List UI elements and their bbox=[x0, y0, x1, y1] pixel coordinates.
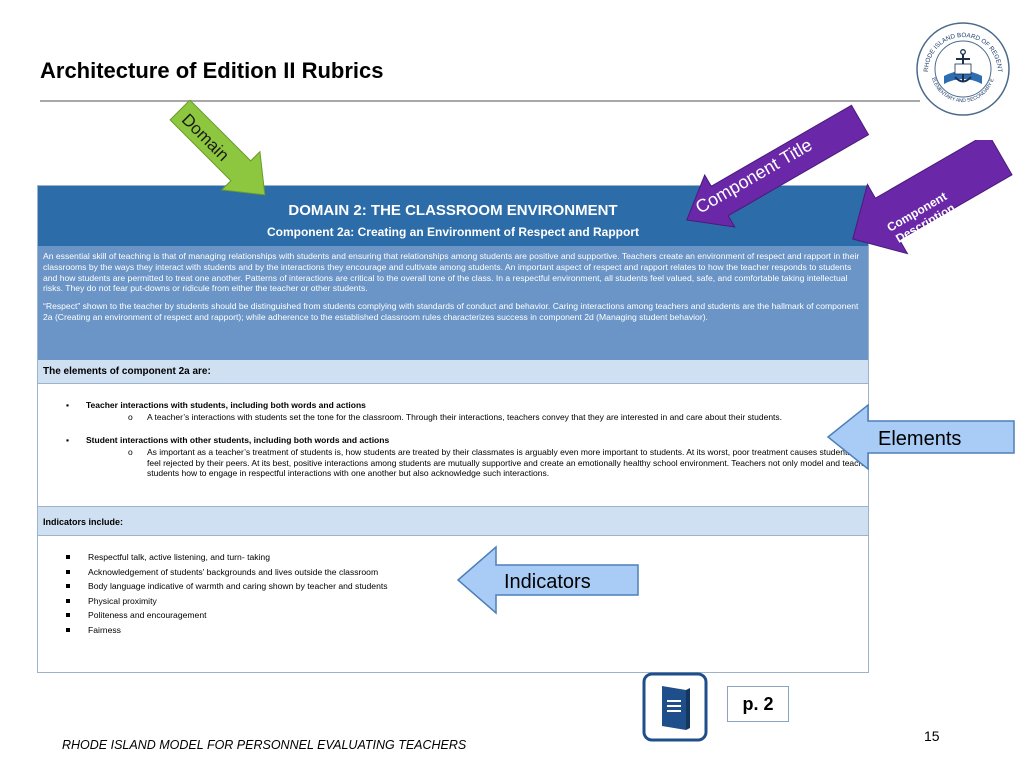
footer-text: RHODE ISLAND MODEL FOR PERSONNEL EVALUAT… bbox=[62, 738, 467, 752]
state-seal-icon: RHODE ISLAND BOARD OF REGENTS ELEMENTARY… bbox=[914, 20, 1010, 116]
book-icon[interactable] bbox=[642, 672, 708, 742]
indicators-callout-arrow: Indicators bbox=[456, 545, 639, 615]
elements-callout-label: Elements bbox=[878, 428, 961, 450]
domain-title: DOMAIN 2: THE CLASSROOM ENVIRONMENT bbox=[288, 202, 618, 219]
elements-list: ▪ Teacher interactions with students, in… bbox=[38, 385, 868, 505]
component-title: Component 2a: Creating an Environment of… bbox=[266, 225, 640, 239]
title-divider bbox=[40, 100, 920, 102]
elements-heading: The elements of component 2a are: bbox=[38, 360, 868, 384]
description-paragraph: An essential skill of teaching is that o… bbox=[43, 251, 860, 294]
element-detail: As important as a teacher’s treatment of… bbox=[147, 447, 864, 478]
indicators-heading: Indicators include: bbox=[38, 506, 868, 536]
bullet: ▪ bbox=[66, 435, 70, 445]
indicator-item: Fairness bbox=[64, 623, 388, 638]
component-title-callout-arrow: Component Title bbox=[686, 104, 870, 228]
element-heading: Student interactions with other students… bbox=[86, 435, 390, 445]
indicator-item: Acknowledgement of students’ backgrounds… bbox=[64, 565, 388, 580]
rubric-document: DOMAIN 2: THE CLASSROOM ENVIRONMENT Comp… bbox=[37, 185, 869, 673]
sub-bullet: o bbox=[128, 412, 133, 422]
indicators-list: Respectful talk, active listening, and t… bbox=[64, 550, 388, 638]
elements-callout-arrow: Elements bbox=[826, 403, 1015, 471]
indicator-item: Politeness and encouragement bbox=[64, 608, 388, 623]
page-number: 15 bbox=[924, 728, 940, 744]
sub-bullet: o bbox=[128, 447, 133, 457]
element-detail: A teacher’s interactions with students s… bbox=[147, 412, 783, 422]
description-paragraph: “Respect” shown to the teacher by studen… bbox=[43, 301, 859, 322]
indicator-item: Body language indicative of warmth and c… bbox=[64, 579, 388, 594]
domain-callout-arrow: Domain bbox=[169, 100, 266, 196]
component-description-callout-arrow: Component Description bbox=[852, 140, 1013, 255]
component-description: An essential skill of teaching is that o… bbox=[38, 246, 868, 360]
indicator-item: Respectful talk, active listening, and t… bbox=[64, 550, 388, 565]
element-heading: Teacher interactions with students, incl… bbox=[86, 400, 366, 410]
slide-title: Architecture of Edition II Rubrics bbox=[40, 58, 384, 83]
bullet: ▪ bbox=[66, 400, 70, 410]
page-reference: p. 2 bbox=[727, 686, 789, 722]
indicators-callout-label: Indicators bbox=[504, 571, 591, 593]
indicator-item: Physical proximity bbox=[64, 594, 388, 609]
